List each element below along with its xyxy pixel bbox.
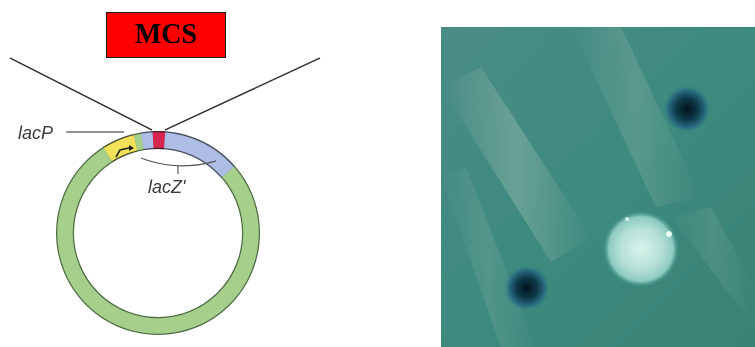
lacP-label: lacP — [18, 123, 53, 143]
colony-highlight — [625, 217, 629, 221]
white-colony — [603, 211, 679, 287]
mcs-pointer-line-right — [165, 58, 320, 130]
colony-highlight — [666, 231, 672, 237]
mcs-pointer-line-left — [10, 58, 152, 130]
blue-colony — [663, 85, 711, 133]
agar-plate-image — [441, 27, 755, 347]
blue-colony — [504, 265, 550, 311]
lacZ-label: lacZ' — [148, 177, 186, 197]
agar-plate-photo — [441, 27, 755, 347]
plasmid-diagram: lacP lacZ' — [0, 0, 420, 347]
